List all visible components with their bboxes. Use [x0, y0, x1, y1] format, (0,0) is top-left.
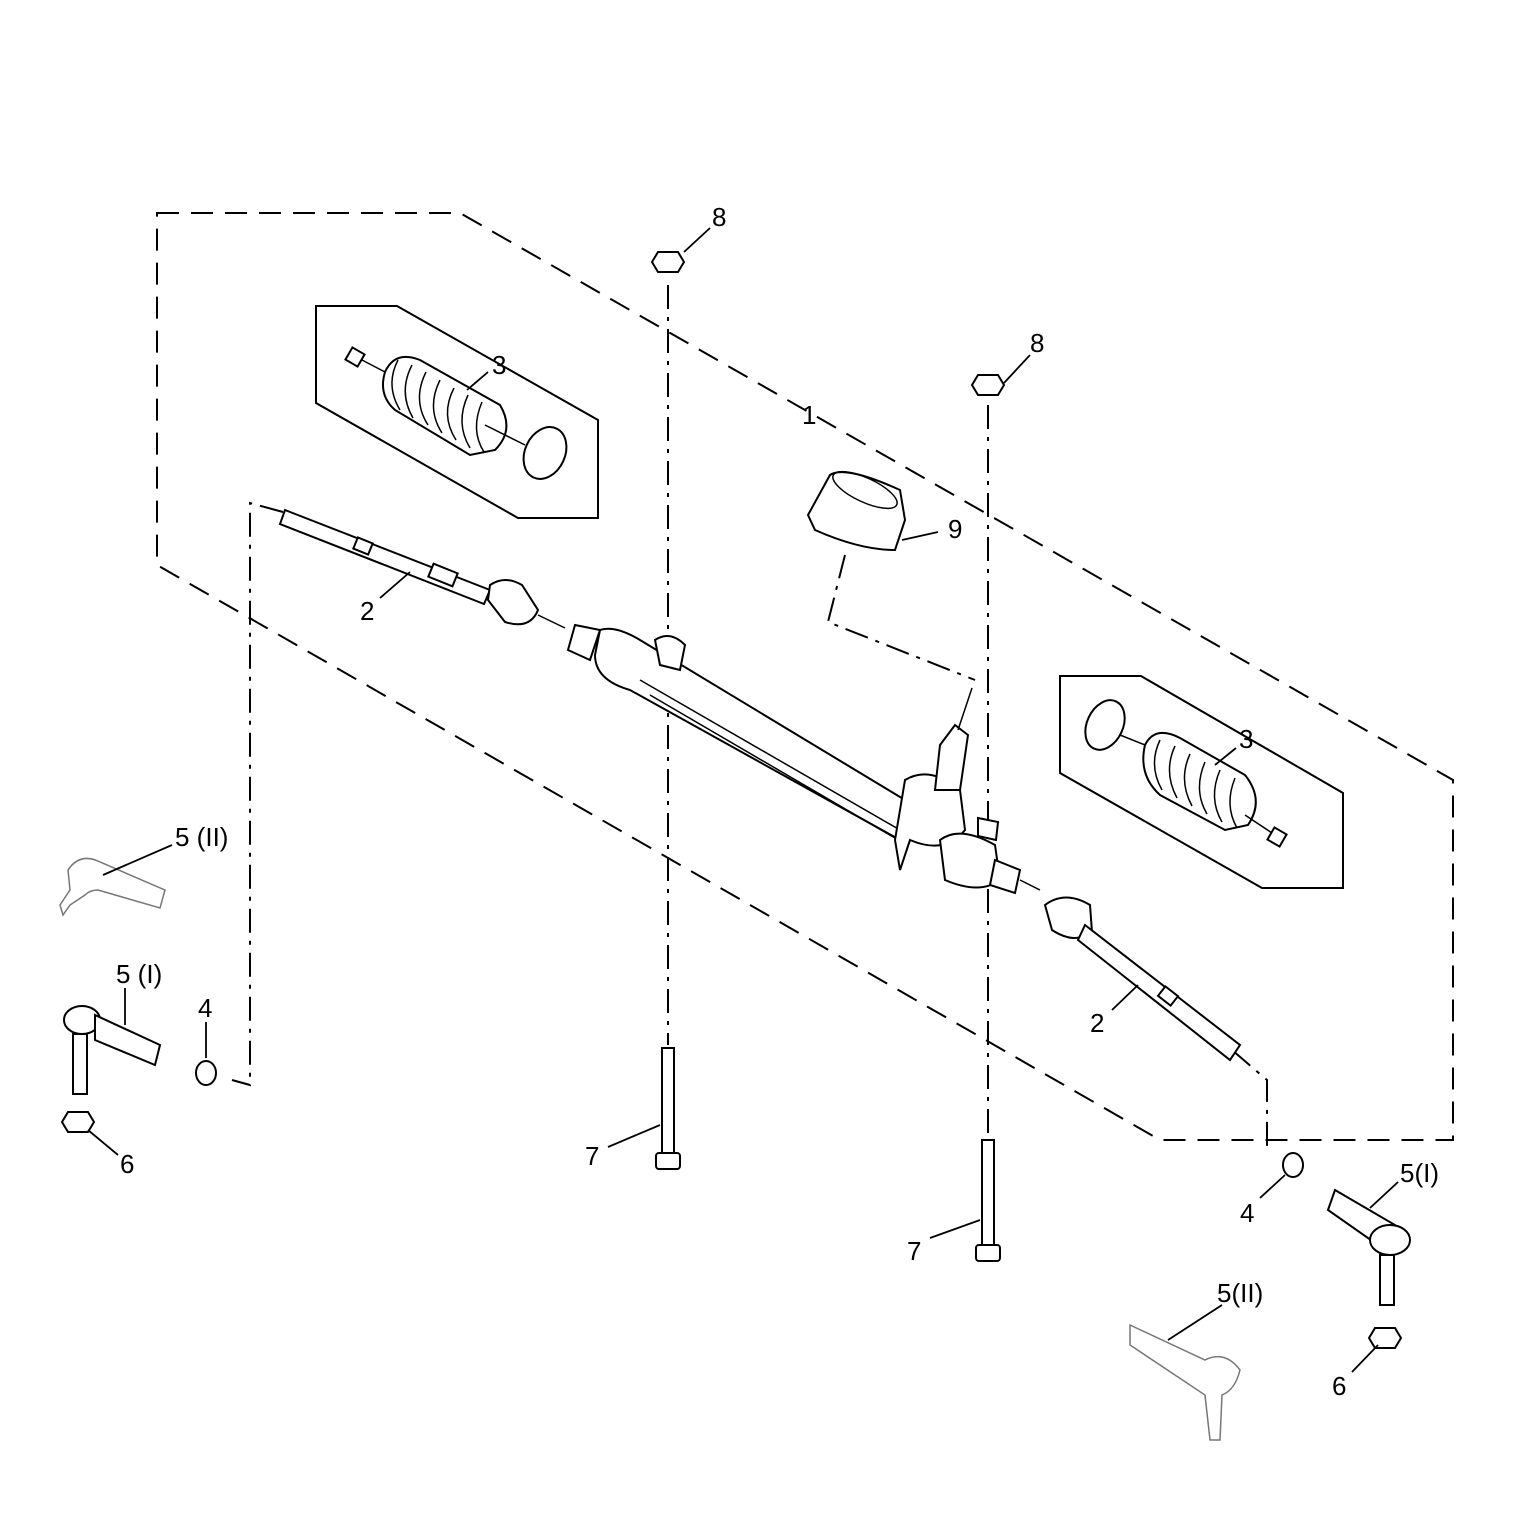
callout-7-right: 7	[907, 1236, 921, 1266]
nut-left	[60, 1111, 96, 1133]
callout-6-left: 6	[120, 1149, 134, 1179]
callout-5-II-left: 5 (II)	[175, 822, 228, 852]
leader-lines	[87, 227, 1399, 1373]
callout-9: 9	[948, 514, 962, 544]
seal	[806, 471, 907, 552]
inner-tie-rod-left	[278, 508, 566, 629]
inner-tie-rod-right	[1043, 896, 1242, 1062]
callout-2-left: 2	[360, 596, 374, 626]
callout-1: 1	[802, 400, 816, 430]
mount-nut-right	[970, 374, 1006, 396]
callout-8-left: 8	[712, 202, 726, 232]
mount-nut-left	[650, 251, 686, 273]
callout-5-I-left: 5 (I)	[116, 959, 162, 989]
callout-3-right: 3	[1239, 724, 1253, 754]
alignment-line-left	[231, 501, 284, 1087]
callout-4-left: 4	[198, 993, 212, 1023]
outer-tie-rod-end-II-left	[59, 857, 166, 917]
jam-nut-right	[1282, 1152, 1304, 1178]
outer-tie-rod-end-I-left	[63, 1005, 162, 1095]
nut-right	[1367, 1327, 1403, 1349]
callout-6-right: 6	[1332, 1371, 1346, 1401]
callout-4-right: 4	[1240, 1198, 1254, 1228]
assembly-outline	[156, 212, 1454, 1141]
callout-8-right: 8	[1030, 328, 1044, 358]
callout-3-left: 3	[492, 350, 506, 380]
boot-right	[1084, 699, 1288, 848]
outer-tie-rod-end-II-right	[1129, 1323, 1241, 1441]
bolt-left	[655, 1047, 681, 1170]
steering-gear-housing	[566, 623, 1041, 895]
boot-left	[344, 346, 568, 480]
callout-7-left: 7	[585, 1141, 599, 1171]
callout-5-I-right: 5(I)	[1400, 1158, 1439, 1188]
bolt-right	[975, 1139, 1001, 1262]
jam-nut-left	[195, 1060, 217, 1086]
callout-2-right: 2	[1090, 1008, 1104, 1038]
alignment-line-right	[1231, 1049, 1268, 1150]
outer-tie-rod-end-I-right	[1326, 1188, 1411, 1306]
alignment-line-seal	[826, 554, 976, 681]
callout-5-II-right: 5(II)	[1217, 1278, 1263, 1308]
